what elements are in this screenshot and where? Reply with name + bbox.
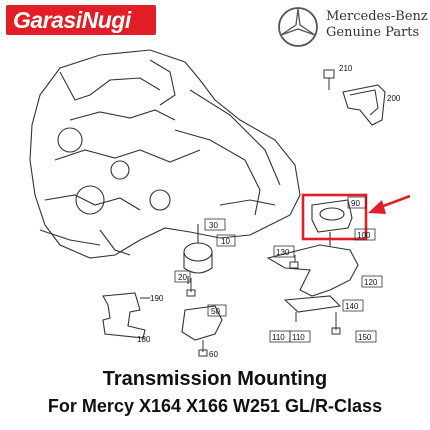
shop-logo: GarasiNugi bbox=[6, 5, 156, 35]
manufacturer-name: Mercedes-Benz bbox=[326, 9, 428, 24]
callout-100: 100 bbox=[357, 231, 371, 240]
bolt-210-drawing bbox=[323, 69, 335, 90]
callout-130: 130 bbox=[276, 248, 290, 257]
product-title: Transmission Mounting bbox=[102, 368, 328, 390]
manufacturer-label: Mercedes-Benz Genuine Parts bbox=[326, 9, 428, 41]
callout-180: 180 bbox=[137, 335, 151, 344]
callout-60: 60 bbox=[209, 350, 218, 359]
manufacturer-subtitle: Genuine Parts bbox=[326, 25, 420, 40]
callout-200: 200 bbox=[387, 94, 401, 103]
engine-transmission-drawing bbox=[29, 49, 301, 259]
callout-210: 210 bbox=[339, 64, 353, 73]
mercedes-star-icon bbox=[278, 7, 318, 47]
callout-150: 150 bbox=[358, 333, 372, 342]
part-200-drawing bbox=[342, 84, 386, 126]
crossmember-drawing bbox=[266, 244, 359, 297]
callout-110-right: 110 bbox=[292, 333, 305, 342]
callout-30: 30 bbox=[209, 221, 218, 230]
callout-120: 120 bbox=[364, 278, 378, 287]
shop-name: GarasiNugi bbox=[13, 6, 131, 33]
callout-140: 140 bbox=[345, 302, 359, 311]
mount-10-drawing bbox=[183, 224, 213, 284]
callout-10: 10 bbox=[221, 237, 230, 246]
product-compatibility: For Mercy X164 X166 W251 GL/R-Class bbox=[47, 396, 383, 416]
bracket-180-drawing bbox=[102, 292, 146, 339]
callout-190: 190 bbox=[150, 294, 164, 303]
callout-110-left: 110 bbox=[272, 333, 285, 342]
highlight-box bbox=[301, 193, 368, 241]
callout-90: 90 bbox=[351, 199, 360, 208]
highlight-arrow bbox=[368, 194, 411, 214]
callout-50: 50 bbox=[211, 307, 220, 316]
bracket-50-drawing bbox=[181, 305, 223, 341]
callout-20: 20 bbox=[178, 273, 187, 282]
